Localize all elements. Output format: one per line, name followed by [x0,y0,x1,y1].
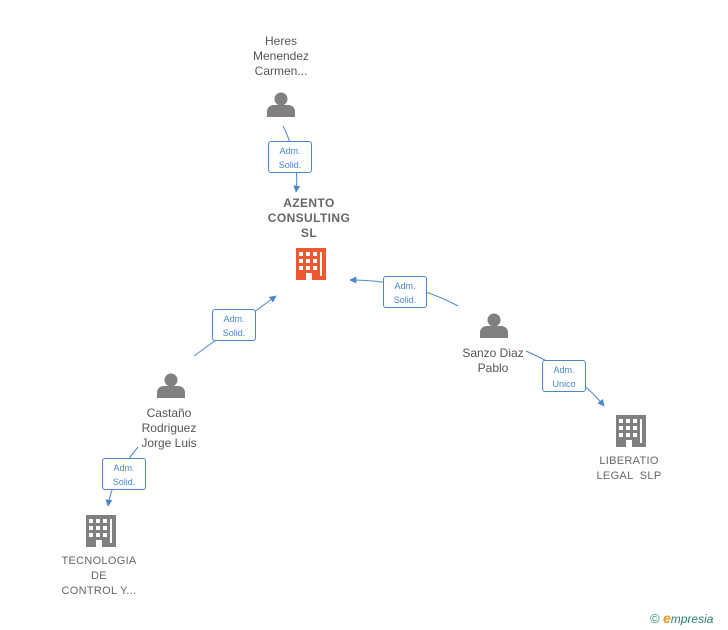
building-icon [86,515,116,547]
copyright-icon: © [650,611,660,626]
edge-label-line: Adm. [223,314,245,324]
node-label-liberatio[interactable]: LIBERATIO LEGAL SLP [584,454,674,484]
edge-label-line: Solid. [278,160,302,170]
edge-label-line: Adm. [553,365,575,375]
brand-logo-initial: e [662,610,671,626]
node-label-line: LEGAL SLP [596,470,662,482]
node-label-sanzo[interactable]: Sanzo Diaz Pablo [448,346,538,376]
edge-label-line: Solid. [393,295,417,305]
node-label-line: Heres [264,34,297,48]
node-label-line: SL [300,226,318,240]
edge-label-sanzo-liberatio[interactable]: Adm. Unico [542,360,586,392]
node-label-line: DE [91,570,107,582]
brand-logo-text: mpresia [670,612,714,626]
copyright-footer: © empresia [650,610,713,626]
node-label-line: LIBERATIO [599,455,659,467]
edge-label-line: Adm. [394,281,416,291]
edge-label-line: Unico [552,379,576,389]
edge-label-line: Adm. [279,146,301,156]
node-label-line: Jorge Luis [141,436,197,450]
node-label-line: AZENTO [283,196,335,210]
node-label-line: TECNOLOGIA [61,555,137,567]
edge-label-line: Solid. [222,328,246,338]
edge-label-castano-azento[interactable]: Adm. Solid. [212,309,256,341]
node-label-line: Carmen... [254,64,308,78]
edge-label-sanzo-azento[interactable]: Adm. Solid. [383,276,427,308]
node-label-line: CONSULTING [267,211,351,225]
person-icon [480,313,508,338]
edge-label-castano-tecnologia[interactable]: Adm. Solid. [102,458,146,490]
person-icon [157,373,185,398]
node-label-line: Rodriguez [141,421,197,435]
edge-label-line: Solid. [112,477,136,487]
node-label-heres[interactable]: Heres Menendez Carmen... [238,34,324,79]
edge-label-heres-azento[interactable]: Adm. Solid. [268,141,312,173]
node-label-line: Menendez [252,49,310,63]
edge-label-line: Adm. [113,463,135,473]
node-label-azento[interactable]: AZENTO CONSULTING SL [258,196,360,241]
node-label-line: Pablo [477,361,509,375]
node-label-line: CONTROL Y... [61,585,137,597]
building-icon [296,248,326,280]
node-label-tecnologia[interactable]: TECNOLOGIA DE CONTROL Y... [54,554,144,599]
node-label-line: Castaño [146,406,192,420]
person-icon [267,92,295,117]
node-label-line: Sanzo Diaz [462,346,524,360]
building-icon [616,415,646,447]
node-label-castano[interactable]: Castaño Rodriguez Jorge Luis [124,406,214,451]
